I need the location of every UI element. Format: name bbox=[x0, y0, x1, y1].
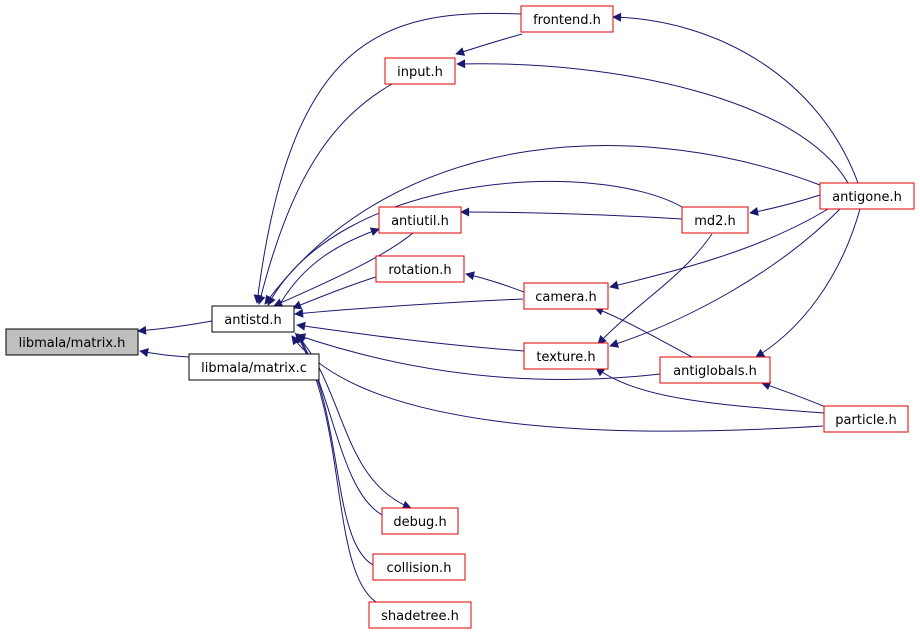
node-label: debug.h bbox=[393, 515, 446, 530]
edge-antiutil-to-antistd bbox=[273, 232, 414, 307]
node-label: camera.h bbox=[535, 290, 596, 305]
node-libmala-matrix-h[interactable]: libmala/matrix.h bbox=[5, 328, 139, 356]
edge-particle-to-antiglobals bbox=[761, 381, 831, 410]
edge-antigone-to-camera bbox=[609, 208, 829, 290]
edge-camera-to-antistd bbox=[294, 298, 524, 318]
edge-antigone-to-texture bbox=[609, 208, 841, 348]
node-label: rotation.h bbox=[388, 263, 451, 278]
node-libmala-matrix-c[interactable]: libmala/matrix.c bbox=[188, 353, 320, 381]
node-label: antiglobals.h bbox=[673, 364, 757, 379]
node-label: texture.h bbox=[536, 350, 595, 365]
edge-camera-to-rotation bbox=[465, 271, 525, 293]
node-label: libmala/matrix.h bbox=[19, 336, 126, 351]
node-camera-h[interactable]: camera.h bbox=[523, 282, 609, 310]
edge-particle-to-antistd bbox=[291, 335, 824, 432]
edge-md2-to-antistd bbox=[267, 181, 683, 306]
edge-antiglobals-to-antistd bbox=[296, 333, 661, 381]
node-antistd-h[interactable]: antistd.h bbox=[211, 305, 295, 333]
edge-frontend-to-antistd bbox=[253, 12, 522, 304]
node-frontend-h[interactable]: frontend.h bbox=[520, 5, 614, 33]
edge-antigone-to-antistd bbox=[264, 145, 821, 305]
edge-antigone-to-frontend bbox=[612, 12, 859, 184]
edge-antistd-to-antiutil bbox=[279, 227, 380, 305]
node-label: input.h bbox=[397, 65, 443, 80]
node-label: shadetree.h bbox=[381, 609, 459, 624]
edge-md2-to-texture bbox=[597, 233, 713, 345]
node-rotation-h[interactable]: rotation.h bbox=[375, 255, 465, 283]
node-particle-h[interactable]: particle.h bbox=[823, 405, 909, 433]
node-antiutil-h[interactable]: antiutil.h bbox=[378, 206, 462, 234]
edge-rotation-to-antistd bbox=[292, 276, 377, 310]
node-label: antiutil.h bbox=[391, 214, 449, 229]
node-label: antistd.h bbox=[224, 313, 281, 328]
edge-antiglobals-to-camera bbox=[594, 306, 693, 358]
edge-antigone-to-antiglobals bbox=[755, 208, 861, 358]
node-label: particle.h bbox=[835, 413, 896, 428]
node-label: libmala/matrix.c bbox=[201, 361, 307, 376]
node-label: collision.h bbox=[387, 561, 452, 576]
edge-input-to-antistd bbox=[256, 83, 393, 305]
edge-antigone-to-input bbox=[456, 59, 849, 184]
edge-particle-to-texture bbox=[595, 367, 825, 414]
node-collision-h[interactable]: collision.h bbox=[372, 553, 466, 581]
node-label: md2.h bbox=[694, 214, 736, 229]
edge-md2-to-antiutil bbox=[460, 207, 683, 220]
edge-input-to-frontend bbox=[455, 33, 523, 56]
node-md2-h[interactable]: md2.h bbox=[681, 206, 749, 234]
node-shadetree-h[interactable]: shadetree.h bbox=[368, 601, 472, 629]
edge-antistd-to-libmala-matrix-h bbox=[137, 320, 213, 335]
edge-texture-to-antistd bbox=[296, 321, 525, 352]
node-label: antigone.h bbox=[832, 190, 902, 205]
edge-antigone-to-md2 bbox=[749, 194, 821, 216]
node-label: frontend.h bbox=[533, 13, 601, 28]
node-antiglobals-h[interactable]: antiglobals.h bbox=[659, 356, 771, 384]
node-antigone-h[interactable]: antigone.h bbox=[819, 182, 915, 210]
node-texture-h[interactable]: texture.h bbox=[523, 342, 609, 370]
node-debug-h[interactable]: debug.h bbox=[381, 507, 459, 535]
node-input-h[interactable]: input.h bbox=[384, 57, 456, 85]
edge-libmala-matrix-c-to-libmala-matrix-h bbox=[139, 348, 190, 358]
